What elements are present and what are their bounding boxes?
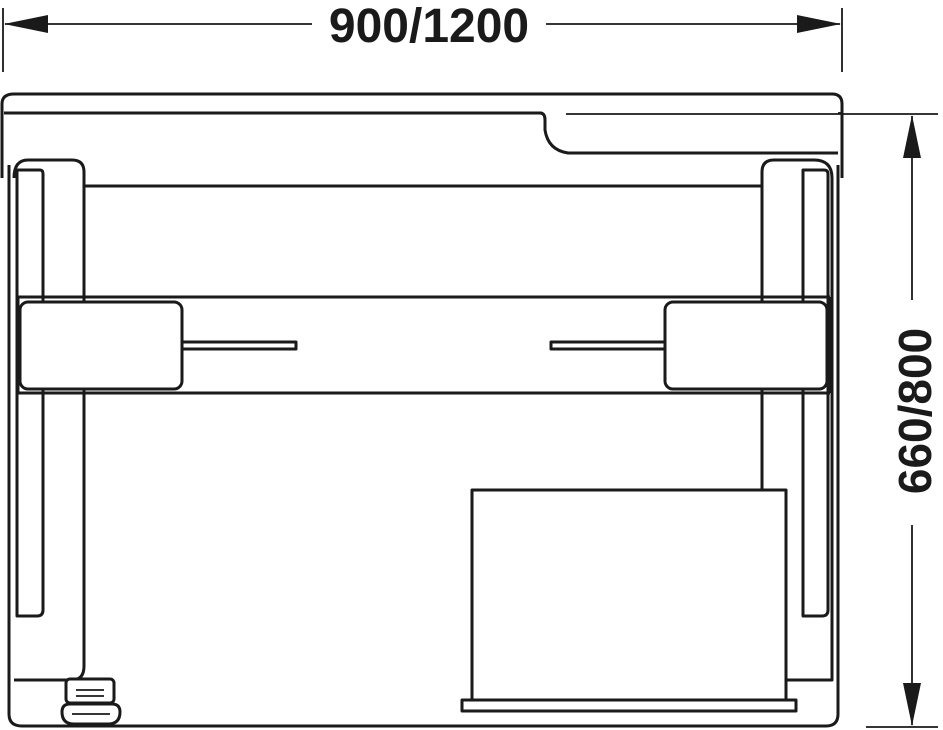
depth-dimension: 660/800: [566, 113, 941, 728]
width-dimension: 900/1200: [2, 0, 843, 72]
bin-body: [470, 488, 788, 702]
cabinet-outline: [0, 92, 844, 728]
width-arrow-left-icon: [4, 15, 48, 33]
right-frame: [760, 158, 834, 682]
depth-arrow-top-icon: [903, 115, 921, 158]
width-dimension-label: 900/1200: [329, 0, 529, 53]
depth-dimension-label: 660/800: [889, 328, 941, 494]
width-arrow-right-icon: [797, 15, 841, 33]
foot-clip: [60, 677, 122, 726]
depth-arrow-bottom-icon: [903, 683, 921, 726]
left-connector-block: [18, 300, 184, 391]
bin-base: [460, 698, 798, 713]
bin-container: [460, 488, 798, 713]
right-connector-block: [663, 300, 829, 391]
left-frame: [12, 158, 86, 682]
crossbar: [16, 295, 832, 395]
